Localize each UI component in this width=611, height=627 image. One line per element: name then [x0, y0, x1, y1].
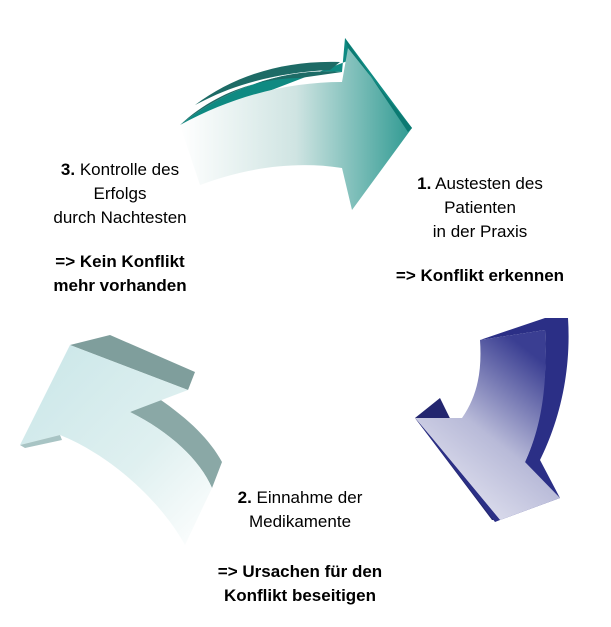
step-text: Kontrolle des	[79, 160, 180, 179]
arrow-step-3-to-1	[180, 38, 412, 210]
step-1-label: 1. Austesten des Patienten in der Praxis…	[370, 172, 590, 288]
step-text: durch Nachtesten	[53, 208, 187, 227]
step-2-label: 2. Einnahme der Medikamente => Ursachen …	[190, 486, 410, 608]
step-result: Konflikt beseitigen	[223, 586, 377, 605]
step-result: => Konflikt erkennen	[395, 266, 565, 285]
step-text: Medikamente	[248, 512, 352, 531]
step-result: => Kein Konflikt	[55, 252, 185, 271]
step-number: 1.	[417, 174, 432, 193]
arrow-step-1-to-2	[415, 318, 569, 522]
step-number: 2.	[237, 488, 252, 507]
arrow-step-2-to-3	[20, 335, 222, 545]
step-text: Austesten des	[435, 174, 543, 193]
step-text: Patienten	[444, 198, 516, 217]
step-number: 3.	[60, 160, 76, 179]
step-result: mehr vorhanden	[53, 276, 187, 295]
step-text: Einnahme der	[256, 488, 363, 507]
step-3-label: 3. Kontrolle des Erfolgs durch Nachteste…	[0, 158, 240, 298]
step-text: Erfolgs	[93, 184, 147, 203]
step-result: => Ursachen für den	[217, 562, 383, 581]
step-text: in der Praxis	[432, 222, 528, 241]
